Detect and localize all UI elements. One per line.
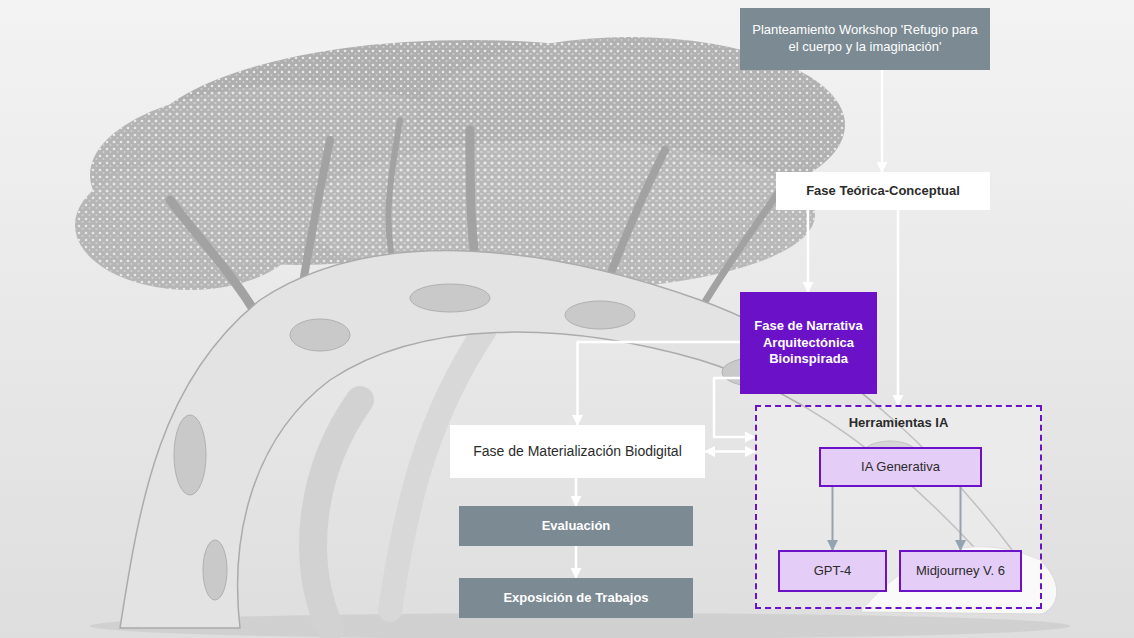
flow-arrow	[897, 210, 900, 405]
flow-arrow	[575, 546, 578, 578]
node-label: Fase Teórica-Conceptual	[806, 183, 960, 200]
node-label: Exposición de Trabajos	[503, 590, 648, 607]
flow-arrow	[881, 70, 884, 172]
node-label: Fase de Materialización Biodigital	[473, 442, 682, 460]
node-label: Midjourney V. 6	[916, 563, 1005, 580]
phase-box: Fase Teórica-Conceptual	[776, 172, 990, 210]
flow-arrow	[705, 450, 755, 453]
phase-box: Fase de Narrativa Arquitectónica Bioinsp…	[740, 292, 877, 394]
flow-arrow	[807, 210, 810, 292]
branches	[170, 120, 790, 320]
tools-group: Herramientas IA IA GenerativaGPT-4 Midjour…	[755, 405, 1042, 609]
phase-box: Fase de Materialización Biodigital	[450, 425, 705, 478]
node-label: Evaluación	[542, 518, 611, 535]
node-label: Planteamiento Workshop 'Refugio para el …	[748, 22, 982, 56]
trunk	[313, 400, 360, 628]
tool-box: IA Generativa	[819, 447, 982, 487]
tool-box: Midjourney V. 6	[899, 550, 1022, 592]
shell-structure	[120, 251, 1048, 628]
result-box: Exposición de Trabajos	[459, 578, 693, 618]
flow-arrow	[575, 478, 578, 506]
node-label: GPT-4	[814, 563, 852, 580]
group-heading: Herramientas IA	[757, 407, 1040, 432]
node-label: Fase de Narrativa Arquitectónica Bioinsp…	[748, 318, 869, 369]
node-label: IA Generativa	[861, 459, 940, 476]
tool-box: GPT-4	[778, 550, 887, 592]
flow-arrow	[578, 342, 741, 425]
start-box: Planteamiento Workshop 'Refugio para el …	[740, 8, 990, 70]
result-box: Evaluación	[459, 506, 693, 546]
